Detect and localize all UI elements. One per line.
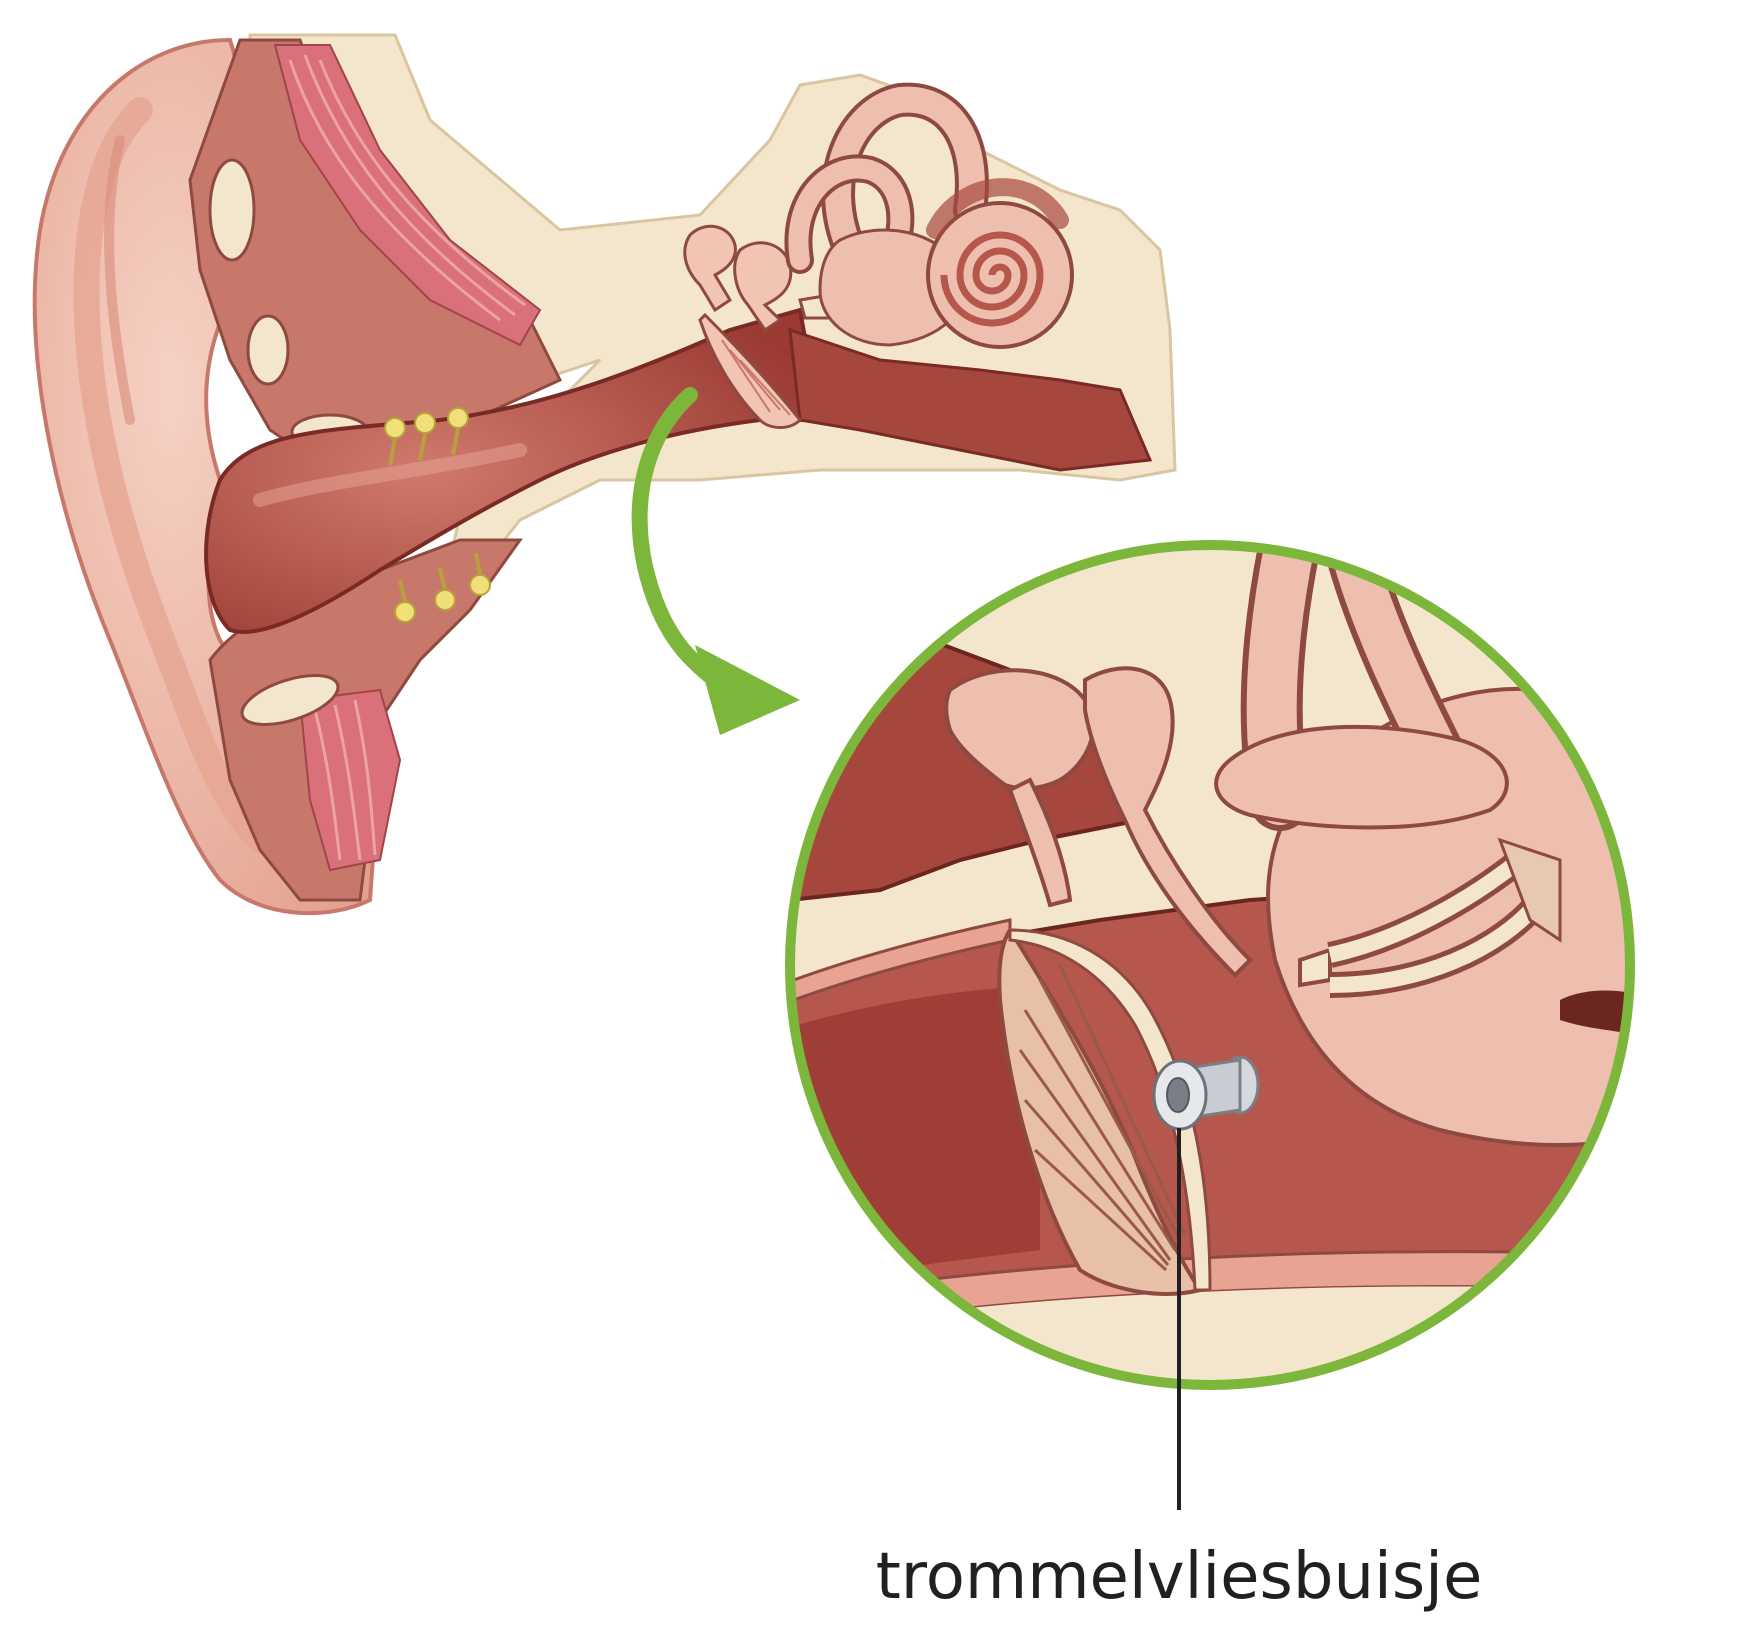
tube-hole [1167, 1078, 1189, 1112]
cochlea [928, 187, 1072, 347]
zoom-circle [780, 500, 1660, 1400]
bone-island [248, 316, 288, 384]
label-trommelvliesbuisje: trommelvliesbuisje [876, 1540, 1483, 1614]
zoom-utricle [1216, 727, 1507, 828]
arrow-head [695, 645, 800, 735]
bone-island [210, 160, 254, 260]
zoom-canal-deep [780, 985, 1040, 1285]
